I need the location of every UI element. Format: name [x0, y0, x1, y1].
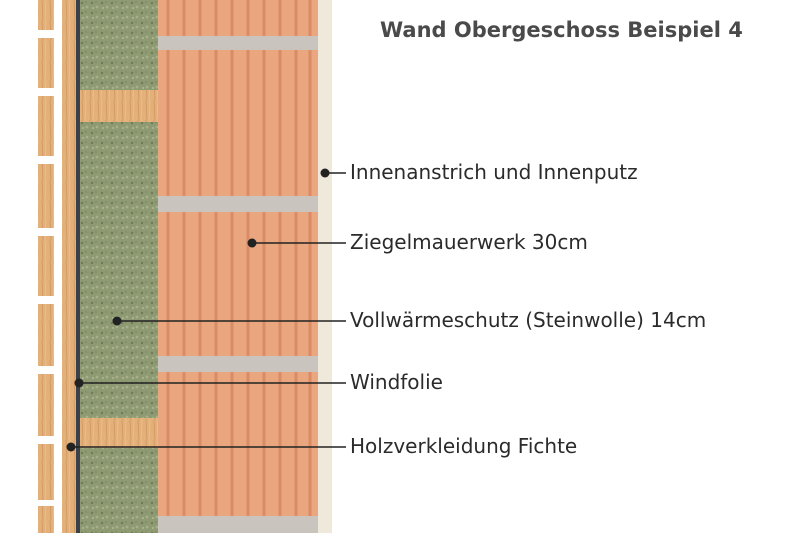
- wooden-batten-lower: [80, 418, 158, 448]
- leader-brick: [247, 238, 346, 248]
- label-rock-wool: Vollwärmeschutz (Steinwolle) 14cm: [350, 308, 707, 332]
- wind-membrane: [76, 0, 80, 533]
- label-spruce-cladding: Holzverkleidung Fichte: [350, 434, 578, 458]
- spruce-cladding-board: [62, 0, 76, 533]
- rock-wool-layer: [80, 0, 158, 533]
- label-brick-masonry: Ziegelmauerwerk 30cm: [350, 230, 588, 254]
- leader-wind-membrane: [74, 378, 346, 388]
- mortar-joints: [158, 36, 318, 533]
- spruce-cladding-slats: [38, 0, 54, 533]
- wooden-batten-upper: [80, 90, 158, 122]
- label-interior-plaster: Innenanstrich und Innenputz: [350, 160, 638, 184]
- interior-plaster-layer: [318, 0, 332, 533]
- leader-spruce-cladding: [66, 442, 346, 452]
- brick-masonry: [158, 0, 318, 533]
- diagram-title: Wand Obergeschoss Beispiel 4: [380, 18, 743, 42]
- label-wind-membrane: Windfolie: [350, 370, 443, 394]
- leader-rock-wool: [112, 316, 346, 326]
- leader-interior-plaster: [320, 168, 346, 178]
